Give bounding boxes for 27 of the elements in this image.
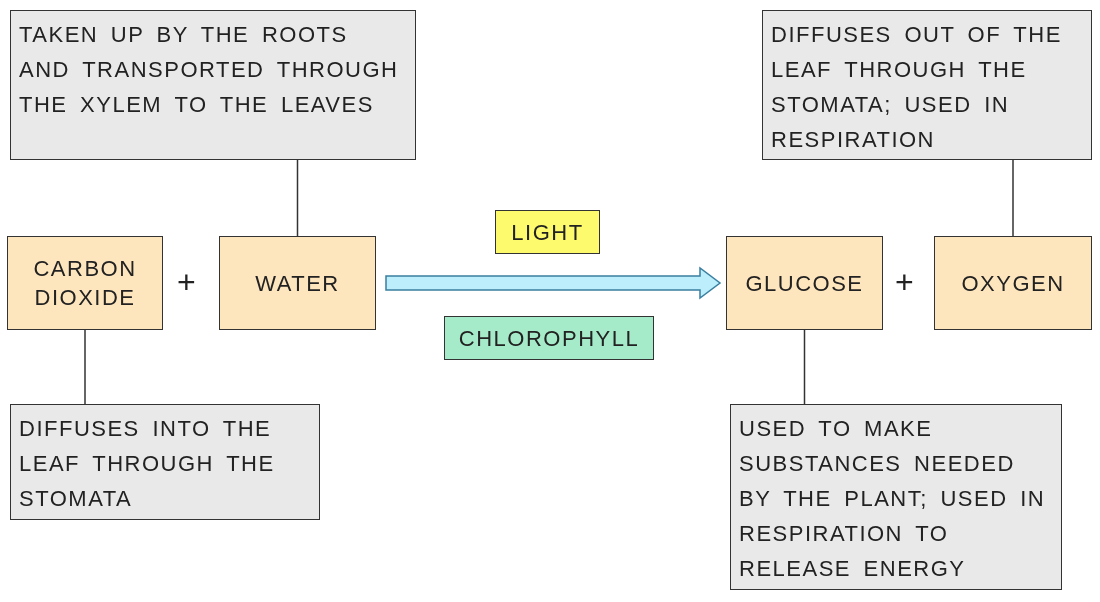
term-box	[726, 236, 883, 330]
note-text: TAKEN UP BY THE ROOTS AND TRANSPORTED THROUGH THE XYLEM TO THE LEAVES	[19, 21, 400, 119]
term-label: GLUCOSE	[745, 269, 864, 298]
note-box	[10, 404, 320, 520]
block-arrow	[385, 266, 722, 300]
leader-line	[84, 329, 86, 405]
term-label: LIGHT	[511, 218, 584, 247]
leader-line	[1012, 159, 1014, 237]
term-label: CHLOROPHYLL	[458, 324, 640, 353]
leader-line	[296, 159, 299, 237]
condition-box	[495, 210, 600, 254]
term-box	[934, 236, 1092, 330]
note-text: DIFFUSES OUT OF THE LEAF THROUGH THE STOMATA; USED IN RESPIRATION	[771, 21, 1063, 154]
condition-box	[444, 316, 654, 360]
note-box	[762, 10, 1092, 160]
term-label: CARBON DIOXIDE	[32, 255, 138, 312]
term-box	[7, 236, 163, 330]
term-label: OXYGEN	[961, 269, 1065, 298]
leader-line	[803, 329, 806, 405]
note-box	[730, 404, 1062, 590]
plus-sign: +	[895, 264, 914, 301]
note-box	[10, 10, 416, 160]
plus-sign: +	[177, 264, 196, 301]
term-box	[219, 236, 376, 330]
note-text: DIFFUSES INTO THE LEAF THROUGH THE STOMATA	[19, 415, 276, 513]
term-label: WATER	[255, 269, 340, 298]
note-text: USED TO MAKE SUBSTANCES NEEDED BY THE PLANT; USED IN RESPIRATION TO RELEASE ENERGY	[739, 415, 1047, 583]
